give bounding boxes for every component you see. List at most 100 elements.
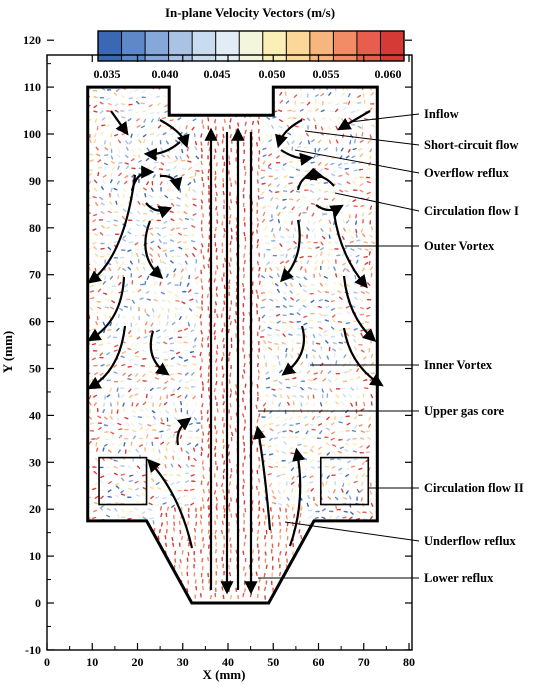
velocity-vector-head [330,458,332,461]
velocity-vector [134,590,139,594]
velocity-vector [298,563,301,569]
velocity-vector-head [109,389,112,392]
velocity-vector-head [229,405,232,408]
velocity-vector-head [223,497,226,500]
velocity-vector-head [341,402,344,405]
velocity-vector-head [331,423,334,426]
velocity-vector-head [200,396,203,398]
velocity-vector-head [191,497,194,500]
velocity-vector-head [344,516,347,519]
velocity-vector-head [118,449,121,452]
velocity-vector-head [135,449,138,452]
velocity-vector [309,574,314,579]
velocity-vector-head [106,395,109,398]
velocity-vector-head [352,450,355,453]
velocity-vector-head [230,367,233,370]
velocity-vector-head [138,576,141,579]
velocity-vector-head [266,395,269,397]
velocity-vector [285,580,288,585]
velocity-vector-head [272,587,275,590]
velocity-vector-head [338,590,341,593]
velocity-vector-head [136,470,138,473]
velocity-vector-head [149,424,152,427]
velocity-vector-head [208,513,211,516]
velocity-vector-head [291,572,293,575]
velocity-vector-head [230,418,233,421]
velocity-vector-head [315,388,318,391]
velocity-vector-head [257,529,260,532]
velocity-vector-head [275,461,278,464]
velocity-vector-head [265,530,268,532]
velocity-vector [367,569,372,573]
velocity-vector-head [215,571,218,574]
velocity-vector-head [96,542,99,545]
velocity-vector [103,582,106,587]
velocity-vector-head [208,491,210,494]
velocity-vector-head [95,442,98,445]
velocity-vector-head [91,561,94,563]
velocity-vector-head [242,484,245,487]
velocity-vector-head [144,447,146,450]
velocity-vector-head [316,590,319,593]
velocity-vector-head [213,390,216,393]
velocity-vector-head [106,559,109,562]
velocity-vector-head [116,586,119,589]
velocity-vector-head [110,571,113,574]
velocity-vector-head [358,468,361,470]
velocity-vector-field [85,87,377,603]
velocity-vector-head [269,411,272,414]
velocity-vector-head [177,502,180,504]
velocity-vector-head [163,474,165,476]
velocity-vector-head [368,418,371,421]
velocity-vector-head [113,371,116,374]
velocity-vector-head [317,510,320,513]
velocity-vector-head [106,424,108,427]
velocity-vector-head [210,594,212,597]
velocity-vector [341,535,344,541]
velocity-vector-head [346,492,348,495]
velocity-vector-head [187,513,190,516]
velocity-vector-head [187,455,190,458]
velocity-vector-head [346,467,349,470]
velocity-vector-head [85,592,87,594]
velocity-vector-head [117,571,120,574]
velocity-vector-head [115,494,118,497]
velocity-vector-head [102,447,105,450]
velocity-vector-head [207,455,210,458]
velocity-vector [353,575,358,578]
velocity-vector-head [135,530,138,533]
velocity-vector-head [292,403,295,406]
velocity-vector-head [106,515,109,517]
velocity-vector-head [99,373,102,376]
velocity-vector-head [114,507,117,510]
velocity-vector [96,562,102,565]
velocity-vector [124,542,127,547]
velocity-vector-head [100,496,103,499]
velocity-vector-head [129,474,132,477]
colorbar-tick: 0.050 [259,67,286,81]
velocity-vector-head [172,527,175,530]
velocity-vector-head [312,579,315,582]
velocity-vector-head [347,484,350,487]
velocity-vector-head [193,458,196,460]
velocity-vector-head [199,520,202,523]
velocity-vector-head [99,466,102,469]
velocity-vector [101,522,106,527]
velocity-vector-head [323,378,326,381]
velocity-vector-head [293,514,296,516]
velocity-vector [138,561,143,565]
velocity-vector-head [214,244,217,247]
velocity-vector-head [228,528,230,531]
velocity-vector-head [244,534,247,537]
velocity-vector-head [346,582,349,585]
velocity-vector [103,575,108,579]
velocity-vector-head [174,507,176,510]
velocity-vector-head [316,517,319,519]
velocity-vector-head [307,397,310,400]
velocity-vector-head [148,508,151,511]
velocity-vector [334,534,338,540]
velocity-vector-head [279,535,282,537]
velocity-vector-head [188,442,191,445]
velocity-vector-head [153,411,156,413]
velocity-vector-head [325,596,328,599]
